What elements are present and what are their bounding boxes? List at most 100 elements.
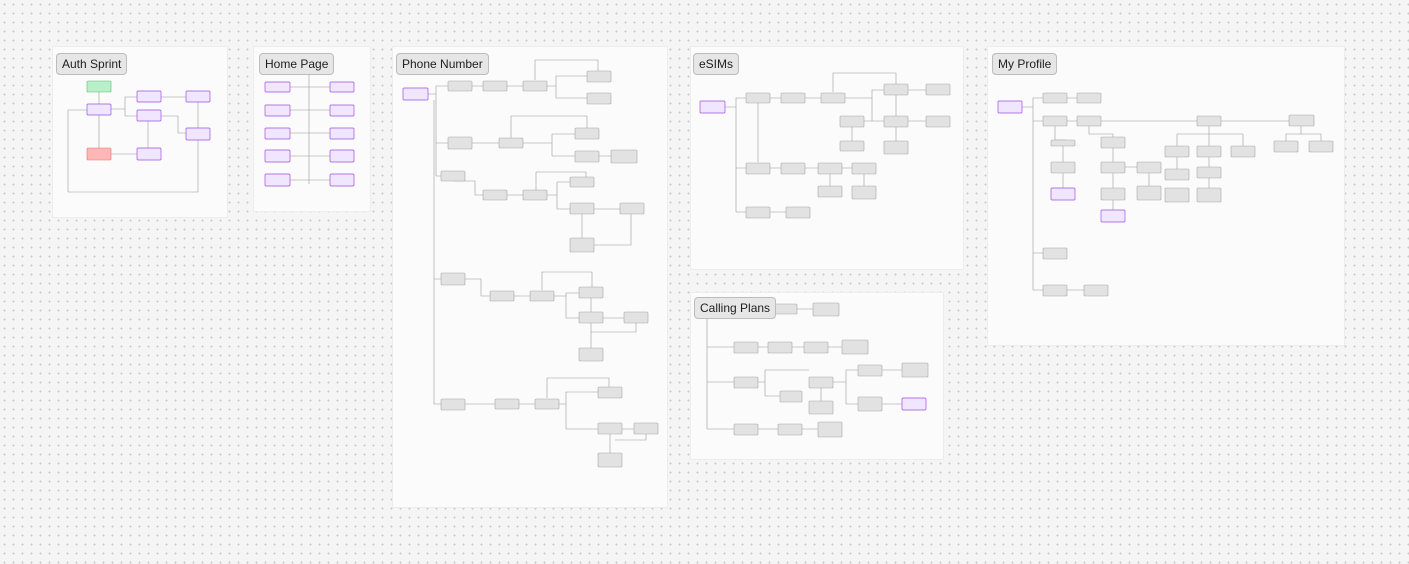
node[interactable] xyxy=(633,422,659,435)
node[interactable] xyxy=(136,109,162,122)
node[interactable] xyxy=(1100,136,1126,149)
node[interactable] xyxy=(574,150,600,163)
node[interactable] xyxy=(839,115,865,128)
node[interactable] xyxy=(1196,115,1222,127)
node[interactable] xyxy=(808,376,834,389)
node[interactable] xyxy=(329,104,355,117)
board-title-home-page[interactable]: Home Page xyxy=(259,53,335,75)
node[interactable] xyxy=(489,290,515,302)
node[interactable] xyxy=(329,149,355,163)
node[interactable] xyxy=(597,422,623,435)
node[interactable] xyxy=(522,189,548,201)
node[interactable] xyxy=(745,206,771,219)
node[interactable] xyxy=(534,398,560,410)
node[interactable] xyxy=(1308,140,1334,153)
node[interactable] xyxy=(1100,161,1126,174)
node[interactable] xyxy=(1136,161,1162,174)
node[interactable] xyxy=(329,173,355,187)
node[interactable] xyxy=(733,423,759,436)
node[interactable] xyxy=(733,376,759,389)
node[interactable] xyxy=(733,341,759,354)
node[interactable] xyxy=(772,303,798,315)
node[interactable] xyxy=(817,162,843,175)
node[interactable] xyxy=(841,339,869,355)
node[interactable] xyxy=(498,137,524,149)
node[interactable] xyxy=(329,127,355,140)
node[interactable] xyxy=(440,272,466,286)
node[interactable] xyxy=(1230,145,1256,158)
node[interactable] xyxy=(569,176,595,188)
board-title-esims[interactable]: eSIMs xyxy=(693,53,740,75)
node[interactable] xyxy=(851,162,877,175)
node[interactable] xyxy=(925,115,951,128)
node[interactable] xyxy=(1050,139,1076,147)
node[interactable] xyxy=(136,147,162,161)
node[interactable] xyxy=(569,202,595,215)
node[interactable] xyxy=(812,302,840,317)
node[interactable] xyxy=(574,127,600,140)
node[interactable] xyxy=(1164,168,1190,181)
node[interactable] xyxy=(901,362,929,378)
node[interactable] xyxy=(482,80,508,92)
node[interactable] xyxy=(777,423,803,436)
node[interactable] xyxy=(447,80,473,92)
node[interactable] xyxy=(482,189,508,201)
node[interactable] xyxy=(185,127,211,141)
node[interactable] xyxy=(494,398,520,410)
node[interactable] xyxy=(619,202,645,215)
node[interactable] xyxy=(817,421,843,438)
node[interactable] xyxy=(529,290,555,302)
node[interactable] xyxy=(447,136,473,150)
node[interactable] xyxy=(1164,187,1190,203)
node[interactable] xyxy=(578,311,604,324)
node[interactable] xyxy=(623,311,649,324)
node[interactable] xyxy=(597,386,623,399)
node[interactable] xyxy=(997,100,1023,114)
node[interactable] xyxy=(857,364,883,377)
node[interactable] xyxy=(857,396,883,412)
node[interactable] xyxy=(1100,209,1126,223)
node[interactable] xyxy=(767,341,793,354)
node[interactable] xyxy=(136,90,162,103)
node[interactable] xyxy=(86,103,112,116)
node[interactable] xyxy=(86,80,112,93)
node[interactable] xyxy=(1196,187,1222,203)
node[interactable] xyxy=(1196,145,1222,158)
node[interactable] xyxy=(1196,166,1222,179)
node[interactable] xyxy=(586,92,612,105)
node[interactable] xyxy=(883,140,909,155)
node[interactable] xyxy=(851,185,877,200)
node[interactable] xyxy=(264,173,291,187)
node[interactable] xyxy=(901,397,927,411)
board-title-phone-number[interactable]: Phone Number xyxy=(396,53,489,75)
node[interactable] xyxy=(779,390,803,403)
node[interactable] xyxy=(699,100,726,114)
node[interactable] xyxy=(597,452,623,468)
node[interactable] xyxy=(402,87,429,101)
node[interactable] xyxy=(883,115,909,128)
node[interactable] xyxy=(264,149,291,163)
node[interactable] xyxy=(264,127,291,140)
node[interactable] xyxy=(1100,187,1126,201)
node[interactable] xyxy=(817,185,843,198)
node[interactable] xyxy=(86,147,112,161)
node[interactable] xyxy=(578,286,604,299)
node[interactable] xyxy=(1050,161,1076,174)
node[interactable] xyxy=(1083,284,1109,297)
node[interactable] xyxy=(925,83,951,96)
node[interactable] xyxy=(440,398,466,411)
board-title-auth-sprint[interactable]: Auth Sprint xyxy=(56,53,128,75)
node[interactable] xyxy=(1042,247,1068,260)
node[interactable] xyxy=(1050,187,1076,201)
node[interactable] xyxy=(1076,92,1102,104)
node[interactable] xyxy=(569,237,595,253)
node[interactable] xyxy=(264,104,291,117)
node[interactable] xyxy=(522,80,548,92)
node[interactable] xyxy=(820,92,846,104)
node[interactable] xyxy=(780,162,806,175)
node[interactable] xyxy=(780,92,806,104)
node[interactable] xyxy=(745,162,771,175)
node[interactable] xyxy=(1042,92,1068,104)
node[interactable] xyxy=(1042,115,1068,127)
node[interactable] xyxy=(745,92,771,104)
